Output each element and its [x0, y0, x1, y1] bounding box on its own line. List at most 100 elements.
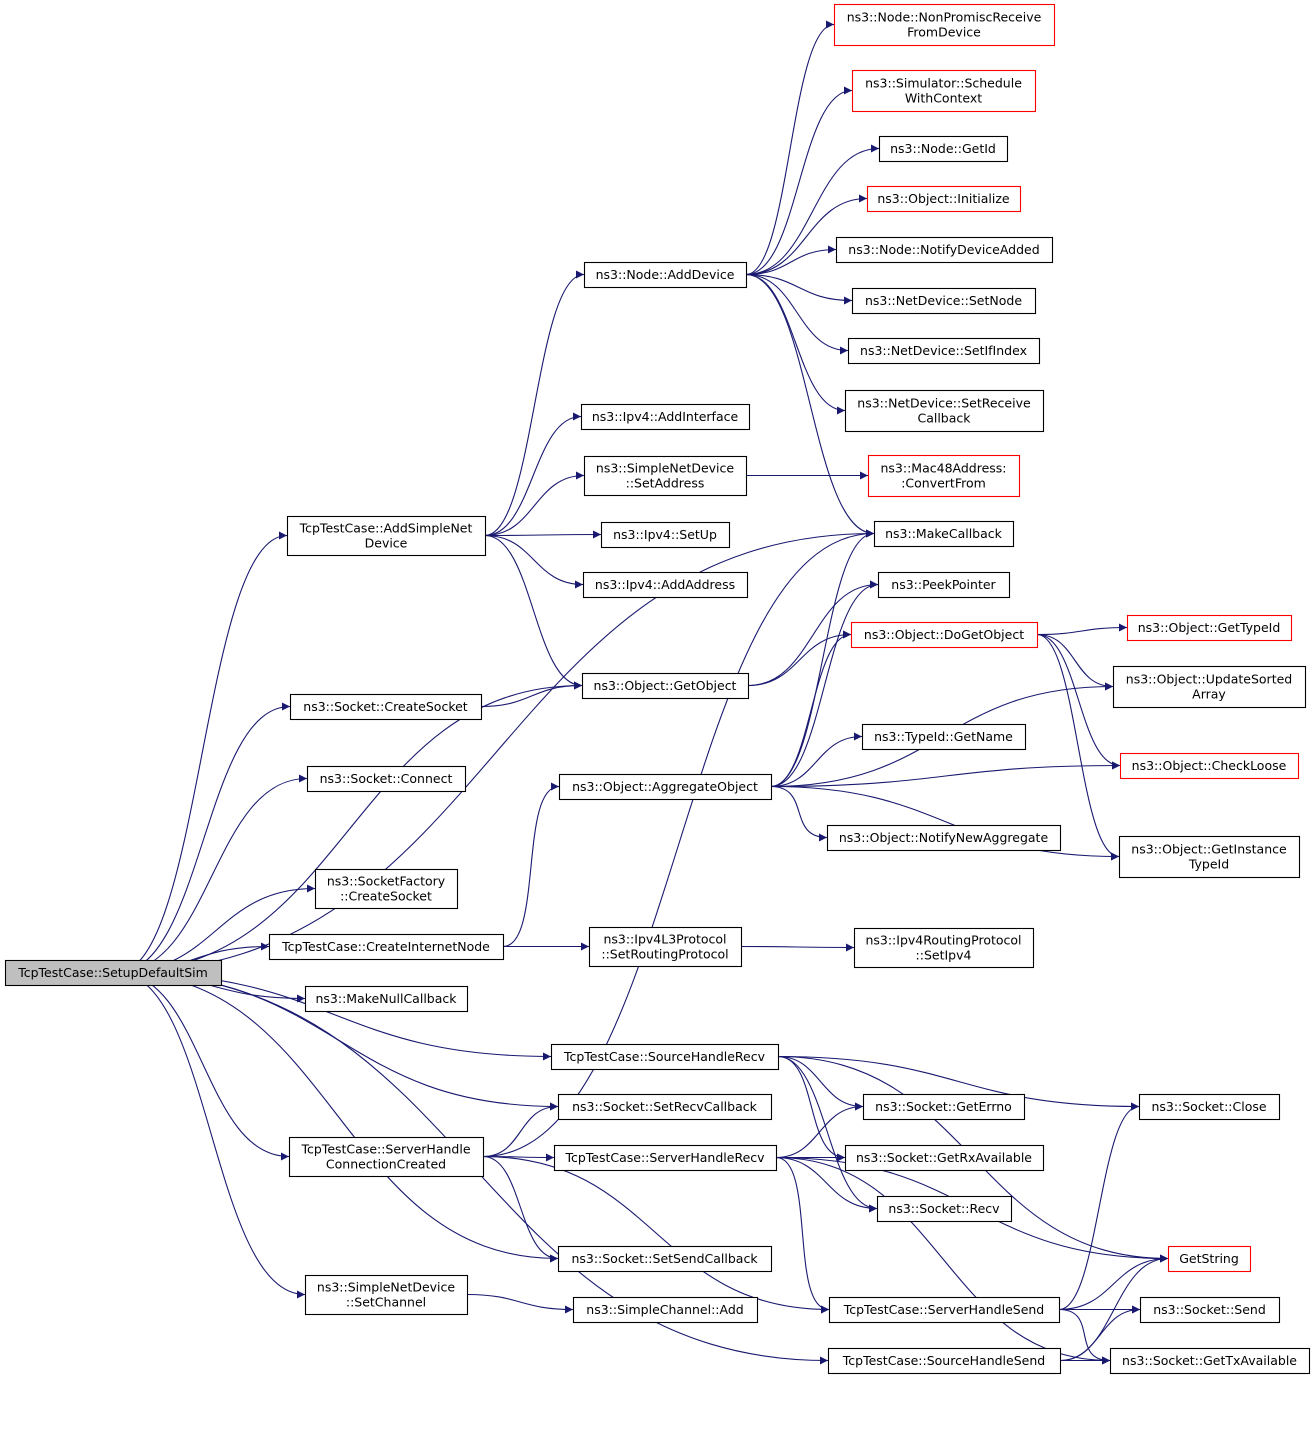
node-serverhandleconnectioncreated[interactable]: TcpTestCase::ServerHandleConnectionCreat…: [288, 1136, 485, 1178]
node-box: [878, 135, 1009, 163]
node-label: ns3::Socket::GetTxAvailable: [1122, 1353, 1297, 1368]
node-netdevice-setifindex[interactable]: ns3::NetDevice::SetIfIndex: [847, 337, 1041, 365]
node-ipv4-addinterface[interactable]: ns3::Ipv4::AddInterface: [580, 403, 751, 431]
node-label: ns3::TypeId::GetName: [874, 729, 1013, 744]
node-box: [580, 403, 751, 431]
node-object-dogetobject[interactable]: ns3::Object::DoGetObject: [850, 621, 1039, 649]
node-socket-getrxavailable[interactable]: ns3::Socket::GetRxAvailable: [844, 1144, 1045, 1172]
node-socket-connect[interactable]: ns3::Socket::Connect: [306, 765, 467, 793]
node-serverhandlerecv[interactable]: TcpTestCase::ServerHandleRecv: [553, 1144, 778, 1172]
edge-addsimplenetdevice-to-simplenetdevice-setaddress: [484, 471, 585, 537]
node-label: ns3::Socket::SetSendCallback: [571, 1251, 758, 1266]
node-box: [1138, 1093, 1281, 1121]
node-node-notifydeviceadded[interactable]: ns3::Node::NotifyDeviceAdded: [835, 236, 1054, 264]
node-ipv4-setup[interactable]: ns3::Ipv4::SetUp: [600, 521, 731, 549]
node-serverhandlesend[interactable]: TcpTestCase::ServerHandleSend: [828, 1296, 1061, 1324]
node-socket-close[interactable]: ns3::Socket::Close: [1138, 1093, 1281, 1121]
node-socketfactory-createsocket[interactable]: ns3::SocketFactory::CreateSocket: [314, 868, 459, 910]
node-makecallback[interactable]: ns3::MakeCallback: [873, 520, 1015, 548]
edge-simplenetdevice-setchannel-to-simplechannel-add: [466, 1293, 574, 1314]
node-typeid-getname[interactable]: ns3::TypeId::GetName: [861, 723, 1027, 751]
node-label: Callback: [917, 411, 971, 426]
node-simplenetdevice-setaddress[interactable]: ns3::SimpleNetDevice::SetAddress: [583, 455, 748, 497]
node-sourcehandlesend[interactable]: TcpTestCase::SourceHandleSend: [827, 1347, 1062, 1375]
edge-serverhandleconnectioncreated-to-socket-setsendcallback: [482, 1155, 559, 1263]
node-label: ::SetRoutingProtocol: [601, 947, 728, 962]
node-label: ::SetIpv4: [916, 948, 972, 963]
edge-root-to-socket-setsendcallback: [116, 971, 559, 1263]
node-socket-setrecvcallback[interactable]: ns3::Socket::SetRecvCallback: [557, 1093, 773, 1121]
edge-serverhandlerecv-to-socket-recv: [775, 1156, 878, 1213]
node-simplenetdevice-setchannel[interactable]: ns3::SimpleNetDevice::SetChannel: [304, 1274, 469, 1316]
node-label: ns3::SimpleChannel::Add: [586, 1302, 743, 1317]
edge-root-to-makecallback: [116, 529, 875, 974]
node-label: ns3::Node::NotifyDeviceAdded: [848, 242, 1039, 257]
node-object-checkloose[interactable]: ns3::Object::CheckLoose: [1119, 752, 1300, 780]
node-object-getobject[interactable]: ns3::Object::GetObject: [581, 672, 750, 700]
node-label: ns3::Socket::SetRecvCallback: [572, 1099, 757, 1114]
node-label: ns3::NetDevice::SetNode: [865, 293, 1022, 308]
node-label: ns3::Ipv4::AddInterface: [592, 409, 739, 424]
node-box: [851, 287, 1037, 315]
edge-sourcehandlesend-to-socket-send: [1059, 1305, 1141, 1362]
edge-object-dogetobject-to-object-checkloose: [1036, 633, 1121, 770]
node-label: TypeId: [1188, 857, 1229, 872]
node-socket-send[interactable]: ns3::Socket::Send: [1139, 1296, 1281, 1324]
node-node-adddevice[interactable]: ns3::Node::AddDevice: [583, 261, 748, 289]
node-ipv4-addaddress[interactable]: ns3::Ipv4::AddAddress: [582, 571, 749, 599]
node-label: ns3::Object::Initialize: [877, 191, 1010, 206]
node-label: ns3::Node::AddDevice: [596, 267, 735, 282]
node-label: ns3::MakeNullCallback: [316, 991, 458, 1006]
node-node-getid[interactable]: ns3::Node::GetId: [878, 135, 1009, 163]
node-peekpointer[interactable]: ns3::PeekPointer: [877, 571, 1011, 599]
node-mac48address-convertfrom[interactable]: ns3::Mac48Address::ConvertFrom: [867, 454, 1021, 498]
node-box: [557, 1245, 773, 1273]
node-label: ns3::Object::GetInstance: [1131, 842, 1287, 857]
edge-serverhandleconnectioncreated-to-socket-setrecvcallback: [482, 1102, 559, 1158]
edge-root-to-object-getobject: [116, 681, 583, 974]
node-label: TcpTestCase::ServerHandle: [300, 1142, 470, 1157]
node-makenullcallback[interactable]: ns3::MakeNullCallback: [304, 985, 469, 1013]
edge-sourcehandlerecv-to-socket-close: [777, 1055, 1140, 1111]
node-simplechannel-add[interactable]: ns3::SimpleChannel::Add: [572, 1296, 759, 1324]
node-box: [582, 571, 749, 599]
node-label: ns3::Object::DoGetObject: [864, 627, 1024, 642]
edge-node-adddevice-to-netdevice-setifindex: [745, 273, 849, 355]
node-ipv4routingprotocol-setipv4[interactable]: ns3::Ipv4RoutingProtocol::SetIpv4: [853, 927, 1035, 969]
node-socket-recv[interactable]: ns3::Socket::Recv: [876, 1195, 1013, 1223]
node-sourcehandlerecv[interactable]: TcpTestCase::SourceHandleRecv: [550, 1043, 780, 1071]
node-createinternetnode[interactable]: TcpTestCase::CreateInternetNode: [268, 933, 505, 961]
node-label: ns3::Ipv4RoutingProtocol: [865, 933, 1021, 948]
node-socket-geterrno[interactable]: ns3::Socket::GetErrno: [862, 1093, 1026, 1121]
node-socket-gettxavailable[interactable]: ns3::Socket::GetTxAvailable: [1109, 1347, 1311, 1375]
edge-serverhandlesend-to-socket-gettxavailable: [1058, 1308, 1111, 1365]
node-object-aggregateobject[interactable]: ns3::Object::AggregateObject: [558, 773, 773, 801]
node-label: ns3::Mac48Address:: [880, 461, 1006, 476]
edge-createinternetnode-to-object-aggregateobject: [502, 782, 560, 948]
edge-object-aggregateobject-to-typeid-getname: [770, 732, 863, 788]
node-socket-setsendcallback[interactable]: ns3::Socket::SetSendCallback: [557, 1245, 773, 1273]
node-label: ns3::SimpleNetDevice: [317, 1280, 455, 1295]
node-object-initialize[interactable]: ns3::Object::Initialize: [866, 185, 1022, 213]
edge-node-adddevice-to-object-initialize: [745, 194, 868, 276]
node-label: ns3::Socket::Close: [1151, 1099, 1266, 1114]
node-netdevice-setnode[interactable]: ns3::NetDevice::SetNode: [851, 287, 1037, 315]
node-ipv4l3protocol-setroutingprotocol[interactable]: ns3::Ipv4L3Protocol::SetRoutingProtocol: [588, 926, 743, 968]
node-box: [557, 1093, 773, 1121]
node-box: [304, 985, 469, 1013]
node-box: [583, 261, 748, 289]
node-object-gettypeid[interactable]: ns3::Object::GetTypeId: [1126, 614, 1293, 642]
node-box: [304, 1274, 469, 1316]
node-label: ns3::PeekPointer: [891, 577, 996, 592]
node-socket-createsocket[interactable]: ns3::Socket::CreateSocket: [289, 693, 483, 721]
node-object-notifynewaggregate[interactable]: ns3::Object::NotifyNewAggregate: [826, 824, 1062, 852]
node-getstring[interactable]: GetString: [1167, 1245, 1252, 1273]
node-label: ns3::Simulator::Schedule: [865, 76, 1022, 91]
